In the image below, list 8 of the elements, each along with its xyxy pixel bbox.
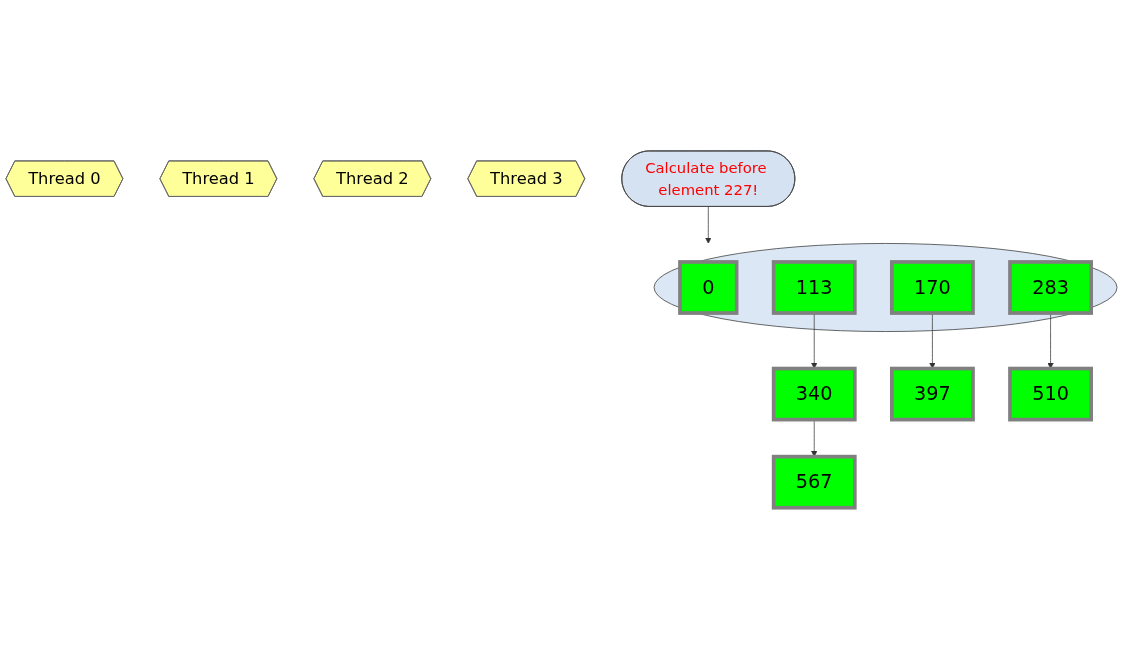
node-box: 567	[771, 454, 857, 510]
node-box: 113	[771, 259, 857, 315]
node-box: 0	[678, 259, 739, 315]
node-box: 283	[1008, 259, 1093, 315]
node-box: 170	[889, 259, 975, 315]
node-box: 510	[1008, 366, 1093, 422]
node-box: 397	[889, 366, 975, 422]
node-box: 340	[771, 366, 857, 422]
